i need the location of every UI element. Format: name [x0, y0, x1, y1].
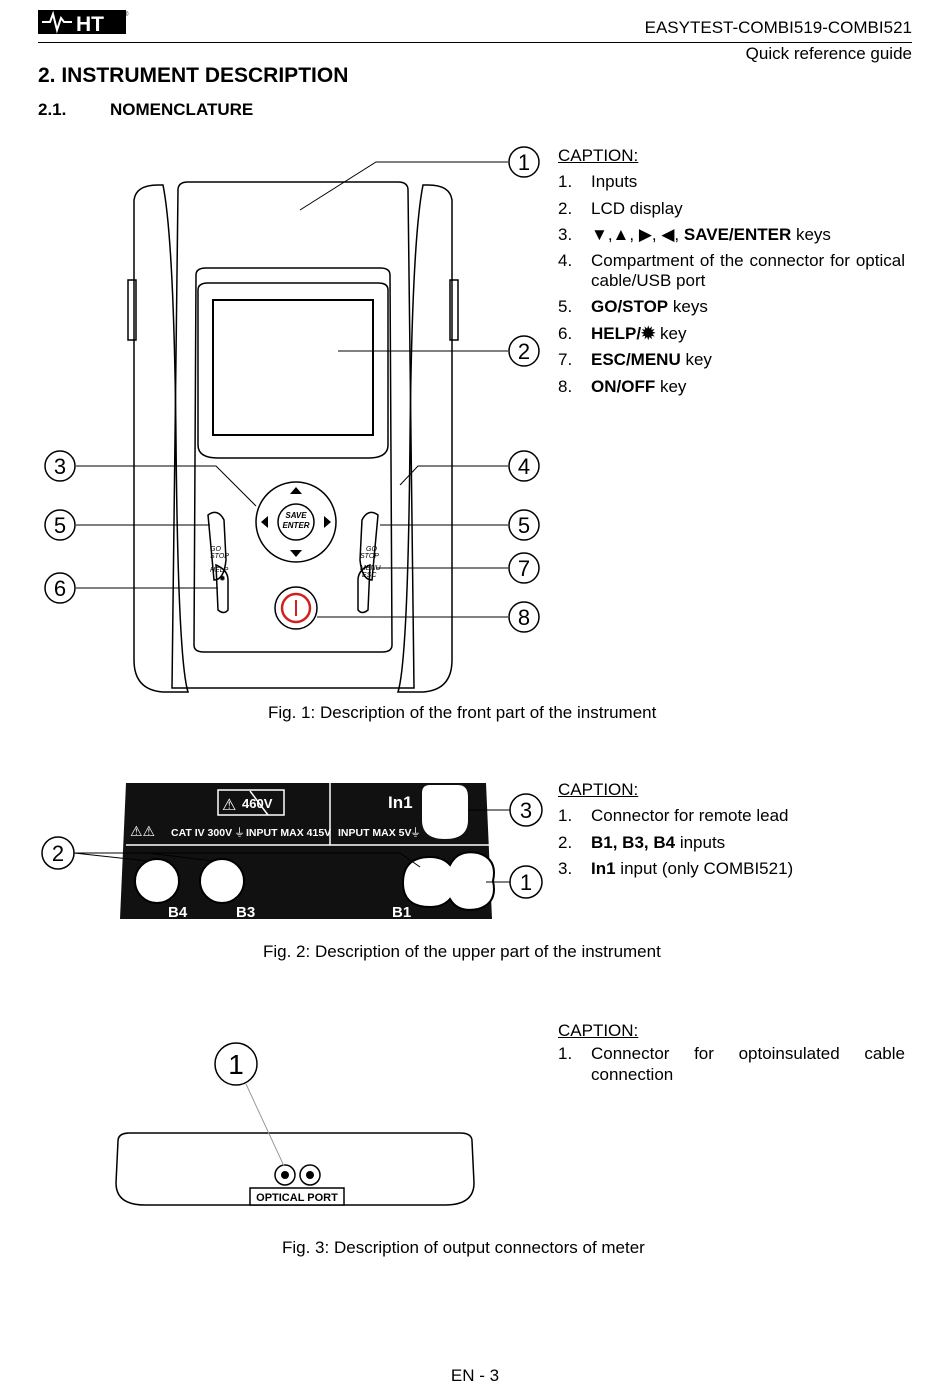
list-item: 4.Compartment of the connector for optic… [558, 250, 905, 290]
input-max-left: INPUT MAX 415V [246, 827, 331, 839]
page-number: EN - 3 [450, 1366, 500, 1385]
menu-key-label: MENU [360, 565, 382, 572]
callout-6: 6 [54, 576, 66, 601]
callout-3: 3 [54, 454, 66, 479]
fig2-upper-panel: ⚠ 460V ⚠⚠ CAT IV 300V ⏚ INPUT MAX 415V I… [41, 783, 543, 921]
in1-label: In1 [388, 793, 413, 812]
fig2-caption-block: CAPTION: 1.Connector for remote lead 2.B… [558, 780, 905, 885]
warning-icons: ⚠⚠ [130, 823, 155, 839]
fig2-callout-3: 3 [520, 798, 532, 823]
callout-8: 8 [518, 605, 530, 630]
list-item: 5.GO/STOP keys [558, 297, 708, 316]
fig1-instrument-front: SAVE ENTER GO STOP HELP ✹ GO STOP MENU E… [44, 146, 540, 693]
fig2-figure-caption: Fig. 2: Description of the upper part of… [263, 942, 661, 961]
power-icon [280, 592, 312, 624]
list-item: 2.LCD display [558, 198, 683, 218]
help-bulb-icon: ✹ [219, 574, 226, 583]
fig2-callout-1: 1 [520, 870, 532, 895]
on-off-button-drawing [274, 586, 318, 630]
lightbulb-icon: ✹ [641, 323, 656, 343]
ground-symbol: ⏚ [234, 826, 245, 839]
logo-text: HT [76, 13, 104, 36]
fig1-caption-title: CAPTION: [558, 146, 639, 165]
fig1-caption-list: 1.Inputs 2.LCD display 3.▼,▲, ▶, ◀, SAVE… [558, 171, 905, 397]
callout-4: 4 [518, 454, 530, 479]
list-item: 6.HELP/✹ key [558, 323, 687, 343]
fig2-callout-2: 2 [52, 841, 64, 866]
left-go-label: GO [210, 546, 221, 553]
fig3-caption-title: CAPTION: [558, 1021, 639, 1040]
callout-5-right: 5 [518, 513, 530, 538]
fig1-figure-caption: Fig. 1: Description of the front part of… [268, 703, 657, 722]
list-item: 1.Connector for optoinsulated cable conn… [558, 1044, 905, 1084]
voltage-badge: 460V [242, 796, 273, 811]
section-title: 2. INSTRUMENT DESCRIPTION [38, 64, 349, 87]
callout-2: 2 [518, 339, 530, 364]
enter-key-label: ENTER [282, 521, 309, 530]
cat-rating: CAT IV 300V [171, 827, 232, 839]
optical-port-label: OPTICAL PORT [256, 1192, 338, 1204]
arrow-keys-icons: ▼,▲, ▶, ◀, [591, 225, 684, 244]
right-go-label: GO [366, 546, 377, 553]
help-key-label: HELP [210, 567, 229, 574]
list-item: 2.B1, B3, B4 inputs [558, 832, 726, 852]
esc-key-label: ESC [362, 572, 377, 579]
b3-label: B3 [236, 904, 255, 921]
fig3-caption-block: CAPTION: 1.Connector for optoinsulated c… [558, 1021, 905, 1091]
header-rule [38, 42, 912, 43]
header-product: EASYTEST-COMBI519-COMBI521 [644, 18, 912, 37]
list-item: 8.ON/OFF key [558, 376, 687, 396]
list-item: 7.ESC/MENU key [558, 350, 712, 369]
left-stop-label: STOP [210, 553, 229, 560]
callout-7: 7 [518, 556, 530, 581]
subsection-heading: 2.1. NOMENCLATURE [38, 100, 253, 120]
callout-5-left: 5 [54, 513, 66, 538]
right-stop-label: STOP [360, 553, 379, 560]
fig2-caption-title: CAPTION: [558, 780, 639, 799]
input-max-right: INPUT MAX 5V [338, 827, 412, 839]
fig2-caption-list: 1.Connector for remote lead 2.B1, B3, B4… [558, 805, 905, 879]
list-item: 3.In1 input (only COMBI521) [558, 859, 794, 878]
svg-text:⚠: ⚠ [222, 797, 236, 814]
b1-label: B1 [392, 904, 411, 921]
subsection-number: 2.1. [38, 100, 67, 119]
callout-1: 1 [518, 150, 530, 175]
subsection-title: NOMENCLATURE [110, 100, 254, 119]
ht-logo: HT ® [38, 10, 129, 36]
list-item: 1.Inputs [558, 172, 638, 191]
fig1-caption-block: CAPTION: 1.Inputs 2.LCD display 3.▼,▲, ▶… [558, 146, 905, 402]
fig3-figure-caption: Fig. 3: Description of output connectors… [282, 1238, 645, 1257]
svg-text:®: ® [124, 11, 129, 18]
fig3-callout-1: 1 [228, 1049, 244, 1080]
b4-label: B4 [168, 904, 188, 921]
list-item: 3.▼,▲, ▶, ◀, SAVE/ENTER keys [558, 225, 831, 244]
svg-text:⏚: ⏚ [410, 826, 421, 839]
fig3-bottom-view: OPTICAL PORT 1 [115, 1042, 475, 1206]
save-key-label: SAVE [285, 511, 307, 520]
header-guide: Quick reference guide [745, 44, 912, 63]
list-item: 1.Connector for remote lead [558, 806, 789, 825]
fig3-caption-list: 1.Connector for optoinsulated cable conn… [558, 1043, 905, 1085]
